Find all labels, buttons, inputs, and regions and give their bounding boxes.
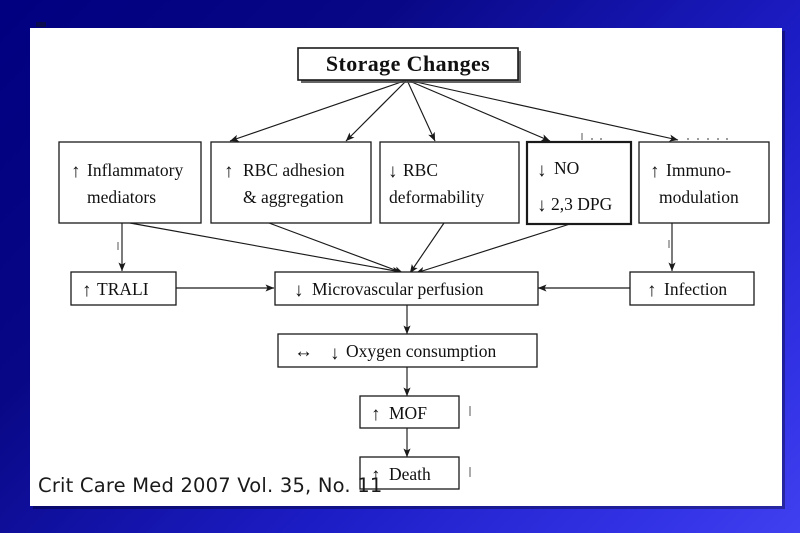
node-inflammatory-mediators[interactable]: ↑ Inflammatory mediators	[58, 141, 202, 224]
node-label-death: Death	[389, 464, 431, 484]
edge-inflammatory-to-microvascular	[129, 222, 402, 274]
up-arrow-icon: ↑	[82, 280, 92, 301]
down-arrow-icon: ↓	[388, 161, 398, 182]
up-arrow-icon: ↑	[371, 404, 381, 425]
node-infection[interactable]: ↑ Infection	[629, 271, 755, 306]
node-label-rbc-deformability-line2: deformability	[389, 187, 485, 207]
node-label-microvascular-perfusion: Microvascular perfusion	[312, 279, 484, 299]
edge-rbc-adhesion-to-microvascular	[268, 222, 404, 274]
node-label-trali: TRALI	[97, 279, 149, 299]
slide-canvas: Storage Changes ↑ Inflammatory mediators…	[30, 28, 782, 506]
node-label-infection: Infection	[664, 279, 727, 299]
source-citation: Crit Care Med 2007 Vol. 35, No. 11	[38, 474, 383, 497]
edge-no-dpg-to-microvascular	[415, 223, 571, 274]
edge-storage-to-rbc-adhesion	[345, 79, 408, 142]
node-storage-changes[interactable]: Storage Changes	[297, 47, 521, 83]
flowchart-figure: Storage Changes ↑ Inflammatory mediators…	[58, 47, 770, 490]
down-arrow-icon: ↓	[537, 160, 547, 181]
node-label-inflammatory-line2: mediators	[87, 187, 156, 207]
edge-rbc-deformability-to-microvascular	[409, 222, 445, 274]
node-oxygen-consumption[interactable]: ↔ ↓ Oxygen consumption	[277, 333, 538, 368]
node-rbc-deformability[interactable]: ↓ RBC deformability	[379, 141, 520, 224]
node-mof[interactable]: ↑ MOF	[359, 395, 471, 429]
edge-storage-to-inflammatory	[229, 79, 408, 142]
node-label-storage-changes: Storage Changes	[326, 51, 490, 76]
down-arrow-icon-secondary: ↓	[537, 195, 547, 216]
node-no-dpg[interactable]: ↓ NO ↓ 2,3 DPG	[525, 140, 633, 226]
node-trali[interactable]: ↑ TRALI	[70, 271, 177, 306]
node-label-inflammatory-line1: Inflammatory	[87, 160, 183, 180]
edge-storage-to-rbc-deformability	[406, 79, 436, 142]
node-microvascular-perfusion[interactable]: ↓ Microvascular perfusion	[274, 271, 539, 306]
edge-storage-to-immunomodulation	[406, 79, 679, 142]
up-arrow-icon: ↑	[371, 465, 381, 486]
node-label-immunomodulation-line1: Immuno-	[666, 160, 731, 180]
node-label-no-dpg-line2: 2,3 DPG	[551, 194, 613, 214]
scan-artifact-mark	[36, 22, 46, 27]
edge-group-tier2-to-tier3	[118, 222, 676, 274]
node-label-no-dpg-line1: NO	[554, 158, 579, 178]
node-label-rbc-deformability-line1: RBC	[403, 160, 438, 180]
edge-group-storage-fanout	[229, 79, 679, 142]
node-label-mof: MOF	[389, 403, 427, 423]
node-rbc-adhesion[interactable]: ↑ RBC adhesion & aggregation	[210, 141, 372, 224]
down-arrow-icon: ↓	[330, 343, 340, 364]
up-arrow-icon: ↑	[71, 161, 81, 182]
hairline-artifact-group	[117, 240, 670, 250]
bidirectional-arrow-icon: ↔	[294, 341, 313, 362]
up-arrow-icon: ↑	[224, 161, 234, 182]
up-arrow-icon: ↑	[647, 280, 657, 301]
node-label-oxygen-consumption: Oxygen consumption	[346, 341, 496, 361]
down-arrow-icon: ↓	[294, 280, 304, 301]
edge-storage-to-no-dpg	[406, 79, 551, 142]
scan-speck-group	[581, 133, 728, 140]
node-label-rbc-adhesion-line1: RBC adhesion	[243, 160, 345, 180]
up-arrow-icon: ↑	[650, 161, 660, 182]
node-label-rbc-adhesion-line2: & aggregation	[243, 187, 344, 207]
node-label-immunomodulation-line2: modulation	[659, 187, 739, 207]
node-immunomodulation[interactable]: ↑ Immuno- modulation	[638, 141, 770, 224]
node-death[interactable]: ↑ Death	[359, 456, 471, 490]
